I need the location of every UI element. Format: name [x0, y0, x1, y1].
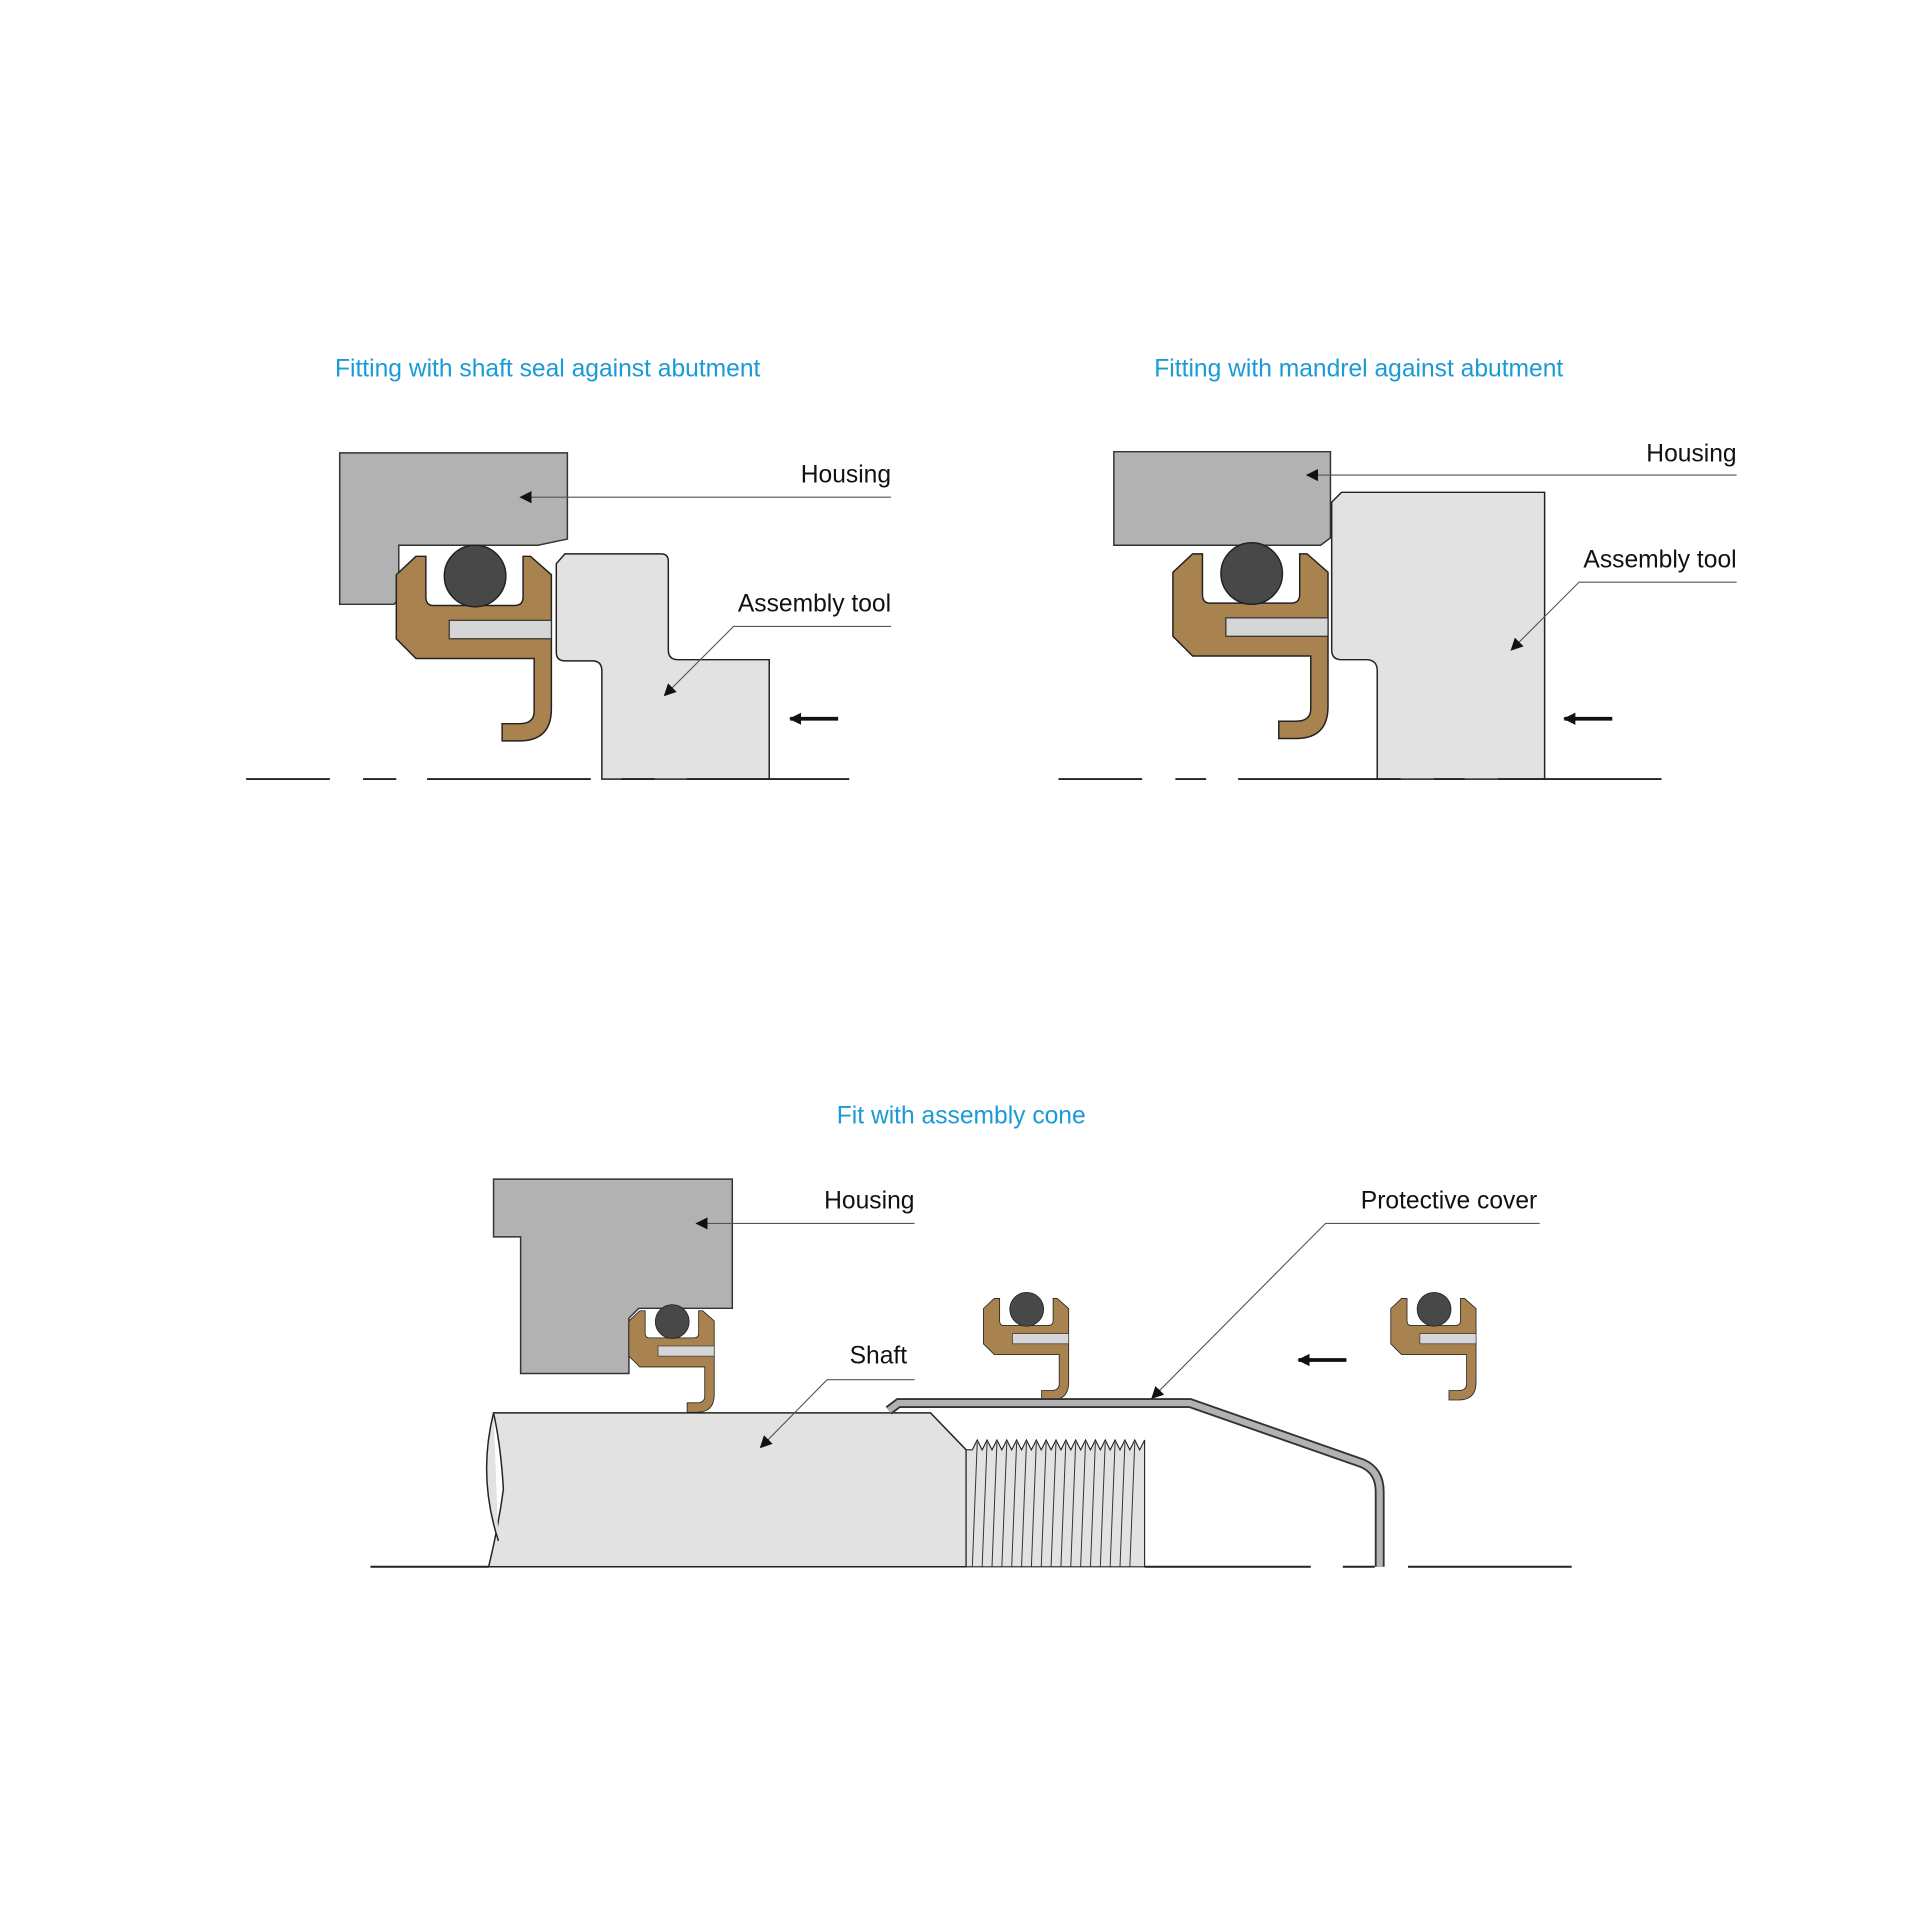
housing [1113, 450, 1332, 546]
housing [338, 452, 569, 606]
shaft-thread [965, 1438, 1146, 1568]
panel-title: Fitting with shaft seal against abutment [335, 356, 761, 383]
housing-label: Housing [1646, 441, 1736, 468]
panel-title: Fit with assembly cone [837, 1103, 1086, 1130]
protective-cover-label: Protective cover [1361, 1188, 1537, 1215]
protective-cover-leader [1151, 1222, 1540, 1400]
panel-mandrel-abutment: Fitting with mandrel against abutment Ho… [1058, 356, 1737, 781]
assembly-tool-leader [663, 625, 892, 697]
shaft-leader [759, 1379, 915, 1449]
shaft-seal-fitted [628, 1304, 715, 1413]
shaft-seal-on-cover [982, 1291, 1070, 1401]
panel-title: Fitting with mandrel against abutment [1154, 356, 1563, 383]
assembly-tool [1330, 491, 1546, 780]
assembly-tool [555, 553, 770, 780]
housing-label: Housing [824, 1188, 914, 1215]
panel-shaft-seal-abutment: Fitting with shaft seal against abutment… [246, 356, 892, 781]
protective-cover [885, 1398, 1385, 1567]
shaft-seal [1172, 542, 1329, 740]
shaft-seal [395, 544, 553, 742]
shaft [485, 1412, 1146, 1568]
housing-label: Housing [801, 461, 891, 488]
assembly-tool-leader [1510, 581, 1737, 651]
shaft-seal-incoming [1390, 1291, 1477, 1401]
assembly-tool-label: Assembly tool [738, 591, 891, 618]
assembly-tool-label: Assembly tool [1583, 546, 1736, 573]
panel-assembly-cone: Fit with assembly cone H [370, 1103, 1572, 1568]
shaft-label: Shaft [850, 1343, 908, 1370]
